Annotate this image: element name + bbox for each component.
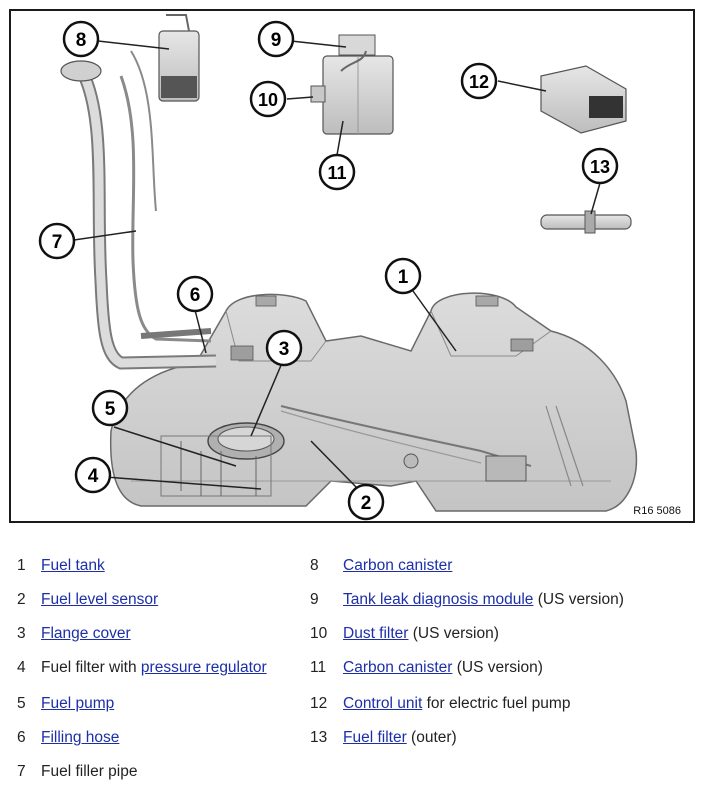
exploded-parts-diagram: 8 9 10 11 12 13 7 6 1 3 5 4 2 R16 5086 [9,9,695,523]
callout-3: 3 [265,329,303,367]
svg-text:11: 11 [327,163,346,183]
link-pressure-regulator[interactable]: pressure regulator [140,659,267,676]
callout-2: 2 [347,483,385,521]
filler-pipe-drawing [60,50,217,370]
svg-text:12: 12 [469,72,489,92]
callout-13: 13 [581,147,619,185]
control-unit-drawing [540,65,627,134]
link-control-unit[interactable]: Control unit [343,695,423,712]
callout-5: 5 [91,389,129,427]
callout-10: 10 [249,80,287,118]
svg-text:10: 10 [258,90,278,110]
callouts: 8 9 10 11 12 13 7 6 1 3 5 4 2 [38,20,619,521]
svg-text:6: 6 [190,285,201,306]
carbon-canister-drawing [158,14,200,102]
callout-4: 4 [74,456,112,494]
link-fuel-pump[interactable]: Fuel pump [41,695,115,712]
svg-text:4: 4 [88,466,99,487]
svg-text:1: 1 [398,267,409,288]
leak-module-drawing [310,34,394,135]
svg-text:13: 13 [590,157,610,177]
diagram-drawing: 8 9 10 11 12 13 7 6 1 3 5 4 2 [38,14,638,521]
link-filling-hose[interactable]: Filling hose [41,729,120,746]
svg-text:3: 3 [279,339,290,360]
svg-text:8: 8 [76,30,87,51]
callout-1: 1 [384,257,422,295]
link-dust-filter[interactable]: Dust filter [343,625,409,642]
link-carbon-canister-us[interactable]: Carbon canister [343,659,453,676]
fuel-filter-drawing [540,210,632,234]
link-carbon-canister[interactable]: Carbon canister [343,557,453,574]
callout-11: 11 [318,153,356,191]
figure-reference: R16 5086 [633,505,681,517]
link-tank-leak-diagnosis-module[interactable]: Tank leak diagnosis module [343,591,534,608]
leader-lines [73,40,601,490]
link-fuel-level-sensor[interactable]: Fuel level sensor [41,591,159,608]
link-fuel-filter[interactable]: Fuel filter [343,729,407,746]
link-flange-cover[interactable]: Flange cover [41,625,131,642]
fuel-tank-drawing [109,292,638,512]
callout-12: 12 [460,62,498,100]
svg-text:2: 2 [361,493,372,514]
svg-text:5: 5 [105,399,116,420]
svg-text:9: 9 [271,30,282,51]
callout-7: 7 [38,222,76,260]
fuel-filler-pipe-label: Fuel filler pipe [41,763,138,780]
link-fuel-tank[interactable]: Fuel tank [41,557,105,574]
callout-9: 9 [257,20,295,58]
svg-text:7: 7 [52,232,63,253]
callout-8: 8 [62,20,100,58]
callout-6: 6 [176,275,214,313]
